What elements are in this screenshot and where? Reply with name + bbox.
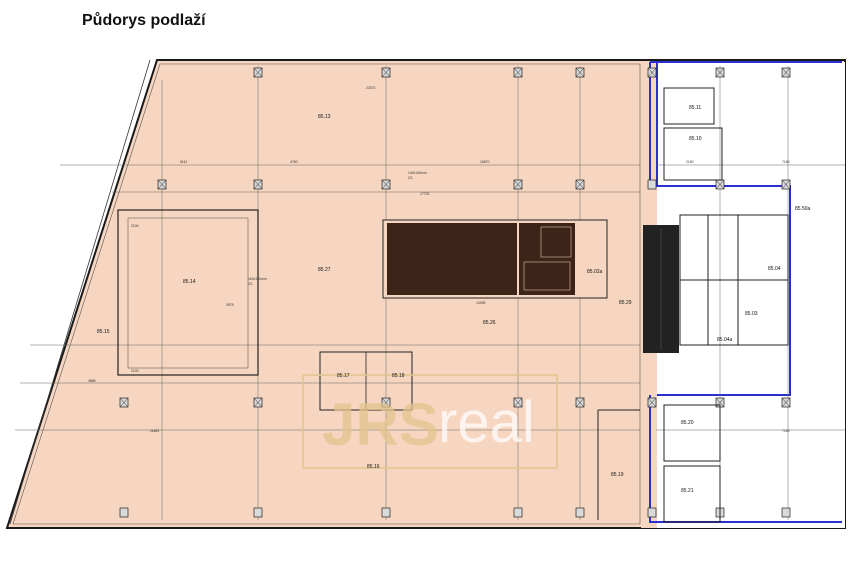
dimension-label: 2100 xyxy=(131,369,139,373)
core-shafts xyxy=(523,226,572,291)
room-label: 85.27 xyxy=(318,267,331,273)
dimension-label: 4685 xyxy=(88,379,96,383)
facade-line xyxy=(9,59,151,525)
svg-text:JRS: JRS xyxy=(322,391,439,458)
room-label: 85.16 xyxy=(367,464,380,470)
dimension-labels: 23374 6112 4760 15670 17720 2100 2100 46… xyxy=(88,86,790,433)
floor-inner-edge xyxy=(12,63,641,525)
dimension-label: 7160 xyxy=(782,160,790,164)
dimension-label: 23374 xyxy=(366,86,376,90)
room-labels: 85.13 85.14 85.15 85.27 85.02a 85.26 85.… xyxy=(97,105,811,494)
dimension-label: 6112 xyxy=(180,160,187,164)
east-rooms-upper xyxy=(663,87,789,346)
room-label: 85.02a xyxy=(587,269,603,275)
room-label: 85.03 xyxy=(745,311,758,317)
column-crosses xyxy=(119,67,791,408)
room-label: 85.26 xyxy=(483,320,496,326)
room-label: 85.19 xyxy=(611,472,624,478)
room-label: 85.29 xyxy=(619,300,632,306)
dimension-label: 7160 xyxy=(782,429,790,433)
room-label: 85.10 xyxy=(689,136,702,142)
east-rooms-lower xyxy=(597,404,721,523)
room-85-14-inner xyxy=(127,217,249,369)
room-label: 85.50a xyxy=(795,206,811,212)
dimension-label: 2150 xyxy=(686,160,694,164)
dimension-label: 10495 xyxy=(476,301,486,305)
room-label: 85.04 xyxy=(768,266,781,272)
room-label: 85.11 xyxy=(689,105,701,111)
room-label: 85.13 xyxy=(318,114,331,120)
watermark-logo: JRS real xyxy=(302,374,558,469)
annotation: 140x140mm xyxy=(408,171,427,175)
dimension-label: 4760 xyxy=(290,160,298,164)
dimension-label: 17720 xyxy=(420,192,430,196)
page-title: Půdorys podlaží xyxy=(82,12,206,29)
room-label: 85.18 xyxy=(392,373,405,379)
room-label: 85.14 xyxy=(183,279,196,285)
room-85-14-walls xyxy=(117,209,259,376)
core-block-a xyxy=(387,223,517,295)
dimension-label: 3975 xyxy=(226,303,234,307)
room-label: 85.04a xyxy=(717,337,733,343)
dimension-label: 11683 xyxy=(150,429,159,433)
annotation: 160x160mm xyxy=(248,277,267,281)
dimension-label: 15670 xyxy=(480,160,490,164)
svg-text:real: real xyxy=(438,390,535,455)
dimension-label: 2100 xyxy=(131,224,139,228)
room-label: 85.15 xyxy=(97,329,110,335)
core-block-b xyxy=(519,223,575,295)
room-label: 85.17 xyxy=(337,373,350,379)
room-label: 85.21 xyxy=(681,488,694,494)
room-label: 85.20 xyxy=(681,420,694,426)
annotation: 2/1 xyxy=(248,282,253,286)
annotation: 2/1 xyxy=(408,176,413,180)
